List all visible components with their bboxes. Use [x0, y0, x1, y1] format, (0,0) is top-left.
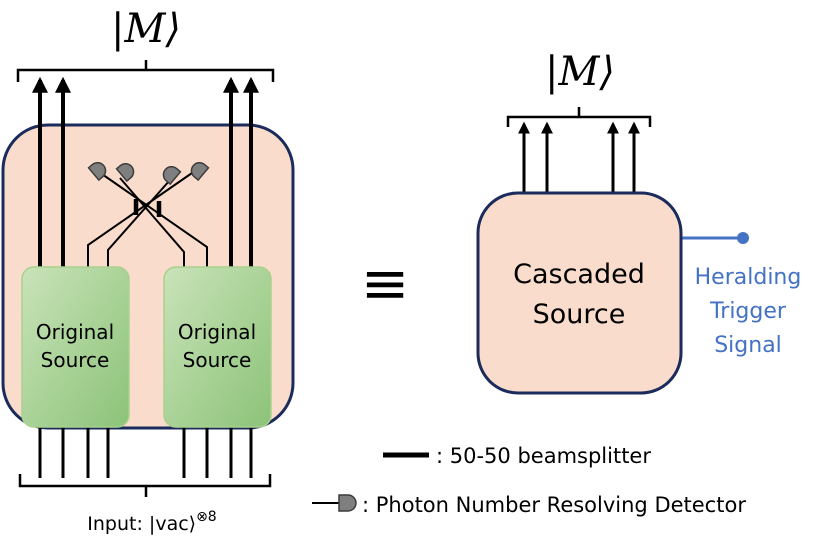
legend-detector-icon	[338, 494, 357, 512]
detector-4-icon	[190, 162, 210, 182]
detector-3-icon	[162, 166, 182, 186]
original-source-left-line2: Source	[41, 348, 110, 372]
cascaded-source-line2: Source	[533, 299, 626, 330]
detector-2-icon	[115, 163, 135, 183]
detector-1-icon	[87, 162, 107, 182]
output-state-left: |M⟩	[111, 6, 181, 52]
original-source-box-right	[163, 266, 272, 428]
legend-beamsplitter-text: : 50-50 beamsplitter	[436, 444, 651, 468]
input-label: Input: |vac⟩⊗8	[87, 509, 216, 535]
herald-trigger-dot	[737, 232, 749, 244]
output-arrows-right	[518, 121, 640, 195]
original-source-left-line1: Original	[36, 320, 114, 344]
cascaded-source-box	[476, 191, 683, 395]
heralding-line3: Signal	[714, 333, 782, 358]
output-brace-right	[506, 107, 652, 127]
output-arrows-left	[32, 76, 259, 270]
output-brace-left	[16, 60, 275, 82]
original-source-right-line2: Source	[183, 348, 252, 372]
detectors	[87, 162, 210, 186]
original-source-box-left	[21, 266, 130, 428]
heralding-line2: Trigger	[709, 299, 787, 324]
beamsplitter-marks	[133, 199, 162, 217]
herald-paths	[87, 171, 208, 270]
input-lines	[38, 425, 253, 478]
original-source-right-line1: Original	[178, 320, 256, 344]
input-label-text: Input: |vac⟩	[87, 513, 196, 535]
heralding-line1: Heralding	[695, 265, 802, 290]
cascaded-source-line1: Cascaded	[513, 259, 645, 290]
legend-detector-text: : Photon Number Resolving Detector	[362, 493, 746, 517]
output-state-right: |M⟩	[545, 49, 615, 95]
equivalence-symbol: ≡	[361, 249, 410, 317]
input-brace	[18, 474, 272, 497]
input-label-exponent: ⊗8	[196, 509, 217, 525]
